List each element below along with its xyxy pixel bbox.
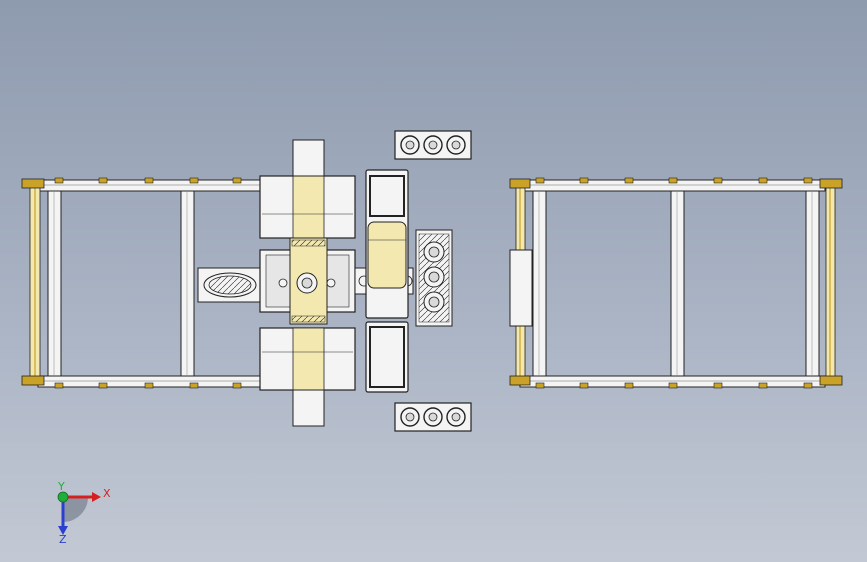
y-axis-dot <box>57 491 69 503</box>
coordinate-triad[interactable]: X Z Y <box>57 480 111 546</box>
left-conveyor-frame <box>21 177 261 389</box>
guide-roller-strip <box>415 229 453 327</box>
z-arrowhead <box>58 526 68 535</box>
bottom-roller-bracket <box>394 402 472 432</box>
right-conveyor-frame <box>509 177 843 389</box>
central-drive-unit <box>197 139 414 427</box>
z-axis-label: Z <box>59 533 67 546</box>
triad-quadrant <box>63 497 88 522</box>
motor-column <box>365 169 409 393</box>
y-axis-label: Y <box>57 480 65 493</box>
top-roller-bracket <box>394 130 472 160</box>
x-arrowhead <box>92 492 101 502</box>
x-axis-label: X <box>103 487 111 500</box>
